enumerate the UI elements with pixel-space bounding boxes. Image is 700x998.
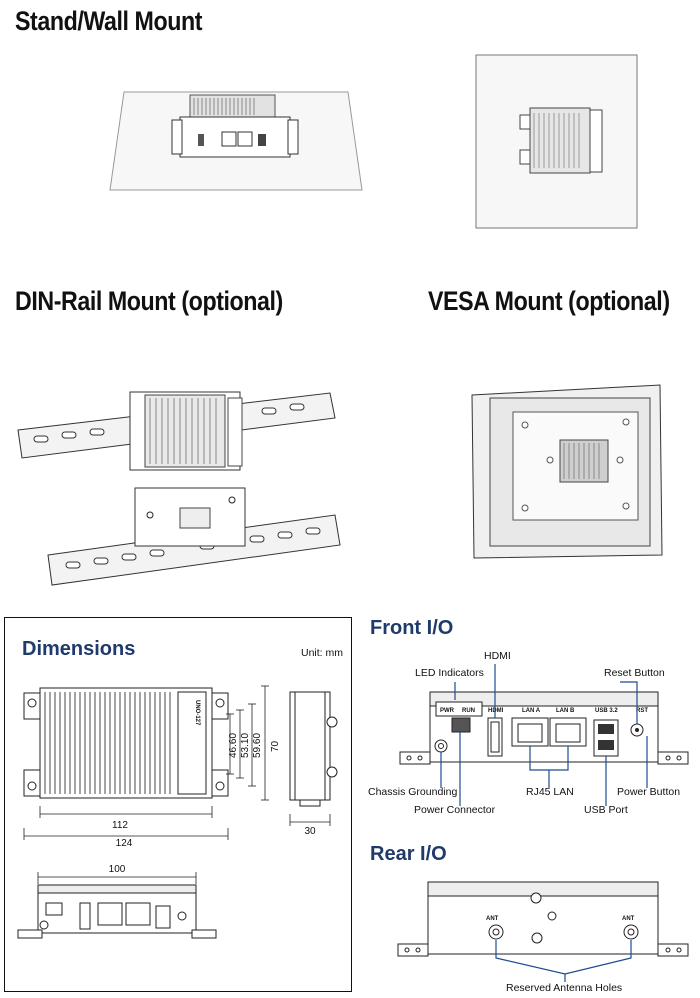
label-power-button: Power Button [617, 786, 681, 798]
dim-59-60: 59.60 [252, 733, 263, 758]
dim-124: 124 [116, 838, 133, 849]
port-pwr: PWR [440, 708, 455, 714]
label-reserved-antenna-holes: Reserved Antenna Holes [506, 982, 623, 994]
port-run: RUN [462, 708, 475, 714]
dim-46-60: 46.60 [228, 733, 239, 758]
port-lan-a: LAN A [522, 708, 541, 714]
dimensions-title: Dimensions [22, 638, 136, 660]
heading-din-rail-mount: DIN-Rail Mount (optional) [15, 286, 283, 316]
unit-label: Unit: mm [301, 647, 343, 659]
dim-100: 100 [109, 864, 126, 875]
port-hdmi: HDMI [488, 708, 504, 714]
label-hdmi: HDMI [484, 650, 511, 662]
label-chassis-grounding: Chassis Grounding [368, 786, 458, 798]
port-reset: RST [636, 708, 648, 714]
label-led-indicators: LED Indicators [415, 667, 484, 679]
port-lan-b: LAN B [556, 708, 575, 714]
heading-stand-wall-mount: Stand/Wall Mount [15, 6, 203, 36]
front-io-title: Front I/O [370, 617, 454, 639]
dim-112: 112 [112, 820, 128, 831]
dim-70: 70 [270, 740, 281, 752]
rear-ant-right: ANT [622, 916, 635, 922]
rear-ant-left: ANT [486, 916, 499, 922]
label-reset-button: Reset Button [604, 667, 665, 679]
label-rj45-lan: RJ45 LAN [526, 786, 574, 798]
dim-30: 30 [304, 826, 316, 837]
label-usb-port: USB Port [584, 804, 628, 816]
port-usb: USB 3.2 [595, 708, 618, 714]
model-text: UNO-127 [194, 700, 200, 726]
label-power-connector: Power Connector [414, 804, 496, 816]
dim-53-10: 53.10 [240, 733, 251, 758]
heading-vesa-mount: VESA Mount (optional) [428, 286, 670, 316]
rear-io-title: Rear I/O [370, 843, 447, 865]
dimensions-panel [4, 617, 352, 992]
